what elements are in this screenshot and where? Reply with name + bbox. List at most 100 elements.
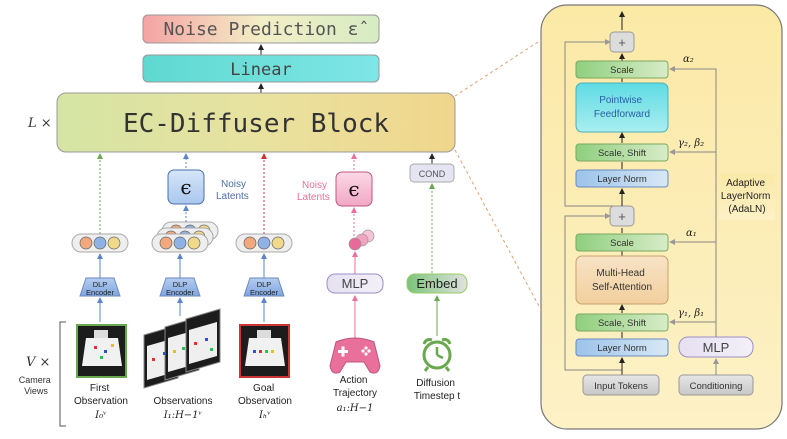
gamma2-beta2-label: γ₂, β₂ [678, 138, 704, 149]
scale-shift-bottom-box [575, 313, 669, 332]
gamma1-beta1-label: γ₁, β₁ [678, 308, 704, 319]
noisy-latents-label-blue: Noisy Latents [216, 179, 249, 202]
first-observation-image [76, 324, 127, 378]
action-line2: Trajectory [333, 388, 377, 399]
action-trajectory-symbol: a₁:H−1 [337, 403, 374, 414]
svg-text:DLP: DLP [93, 280, 108, 289]
noise-epsilon-box-action [335, 171, 373, 207]
noise-epsilon-box-obs [167, 169, 205, 205]
observations-label: Observations [154, 396, 213, 407]
dlp-encoder-goal: DLP Encoder [243, 277, 285, 297]
epsilon-action-label: ϵ [348, 177, 359, 201]
layer-norm-top-label: Layer Norm [597, 174, 647, 185]
alpha2-label: α₂ [683, 54, 694, 65]
scale-mid-box [575, 233, 669, 252]
cond-box [409, 163, 455, 183]
gamepad-icon [329, 337, 381, 374]
camera-views-label: Camera Views [19, 375, 54, 396]
noisy-obs-tokens [151, 221, 219, 253]
scale-top-label: Scale [610, 65, 634, 76]
pointwise-line2: Feedforward [594, 109, 650, 120]
cond-label: COND [419, 169, 446, 179]
noisy-latents-label-pink: Noisy Latents [297, 180, 330, 203]
pointwise-label: Pointwise Feedforward [594, 95, 650, 120]
adaln-line2: LayerNorm [721, 191, 770, 202]
mhsa-line2: Self-Attention [592, 282, 652, 293]
scale-shift-bottom-label: Scale, Shift [598, 318, 646, 329]
dlp-encoder-first: DLP Encoder [79, 277, 121, 297]
pointwise-line1: Pointwise [599, 95, 642, 106]
mhsa-label: Multi-Head Self-Attention [592, 268, 652, 293]
svg-text:Encoder: Encoder [86, 288, 114, 297]
skip-connection-bottom [564, 213, 622, 371]
observations-images [143, 308, 221, 389]
alarm-clock-icon [422, 338, 452, 372]
V-multiplier: V × [26, 355, 50, 370]
adaln-mlp-label: MLP [703, 340, 730, 355]
goal-observation-label: Goal Observation [238, 383, 292, 407]
svg-text:DLP: DLP [173, 280, 188, 289]
noisy-latents-pink-line1: Noisy [302, 180, 327, 191]
action-trajectory-label: Action Trajectory [333, 375, 377, 399]
goal-obs-line1: Goal [253, 383, 274, 394]
input-tokens-box [582, 374, 660, 396]
zoom-line-top [454, 39, 542, 97]
zoom-line-bottom [454, 149, 542, 311]
scale-shift-top-box [575, 143, 669, 162]
diffusion-timestep-label: Diffusion Timestep t [414, 378, 461, 402]
action-line1: Action [340, 375, 368, 386]
multi-head-self-attention-box [575, 255, 669, 305]
ec-diffuser-block-label: EC-Diffuser Block [123, 109, 389, 139]
adaln-label: Adaptive LayerNorm (AdaLN) [721, 178, 773, 215]
embed-label: Embed [416, 276, 457, 291]
plus-top: + [618, 35, 626, 50]
noisy-latents-blue-line1: Noisy [221, 179, 246, 190]
adaln-line3: (AdaLN) [728, 204, 765, 215]
scale-shift-top-label: Scale, Shift [598, 148, 646, 159]
first-obs-line1: First [90, 383, 110, 394]
noisy-latents-blue-line2: Latents [216, 191, 249, 202]
conditioning-label: Conditioning [690, 381, 743, 392]
pointwise-feedforward-box [575, 82, 669, 133]
first-observation-label: First Observation [74, 383, 128, 407]
goal-observation-image [239, 324, 290, 378]
layer-norm-bottom-label: Layer Norm [597, 343, 647, 354]
alpha1-label: α₁ [686, 228, 697, 239]
noisy-latents-pink-line2: Latents [297, 192, 330, 203]
action-tokens [348, 229, 375, 251]
adaln-line1: Adaptive [726, 178, 765, 189]
observations-symbol: I₁:H−1ᵛ [163, 410, 203, 421]
scale-top-box [575, 60, 669, 79]
L-multiplier: L × [27, 116, 52, 131]
camera-views-line1: Camera [19, 375, 51, 385]
diffusion-line2: Timestep t [414, 391, 461, 402]
plus-bottom: + [618, 209, 626, 224]
linear-label: Linear [230, 60, 291, 80]
svg-text:Encoder: Encoder [166, 288, 194, 297]
svg-text:Encoder: Encoder [250, 288, 278, 297]
noise-prediction-box [142, 14, 380, 44]
camera-bracket [59, 321, 66, 427]
layer-norm-bottom-box [575, 338, 669, 357]
first-observation-symbol: I₀ᵛ [94, 410, 107, 421]
skip-connection-top [564, 39, 622, 207]
epsilon-obs-label: ϵ [180, 175, 191, 199]
first-obs-line2: Observation [74, 396, 128, 407]
alpha2-line [669, 66, 717, 337]
layer-norm-top-box [575, 169, 669, 188]
dlp-encoder-obs: DLP Encoder [159, 277, 201, 297]
action-mlp-label: MLP [342, 276, 369, 291]
input-tokens-label: Input Tokens [594, 381, 648, 392]
adaln-label-bg [719, 174, 775, 220]
goal-obs-line2: Observation [238, 396, 292, 407]
linear-box [142, 54, 380, 83]
diffusion-line1: Diffusion [416, 378, 455, 389]
mhsa-line1: Multi-Head [596, 268, 644, 279]
goal-obs-tokens [235, 233, 293, 253]
embed-box [406, 273, 468, 294]
first-obs-tokens [71, 233, 129, 253]
scale-mid-label: Scale [610, 238, 634, 249]
ec-diffuser-block [56, 92, 456, 153]
